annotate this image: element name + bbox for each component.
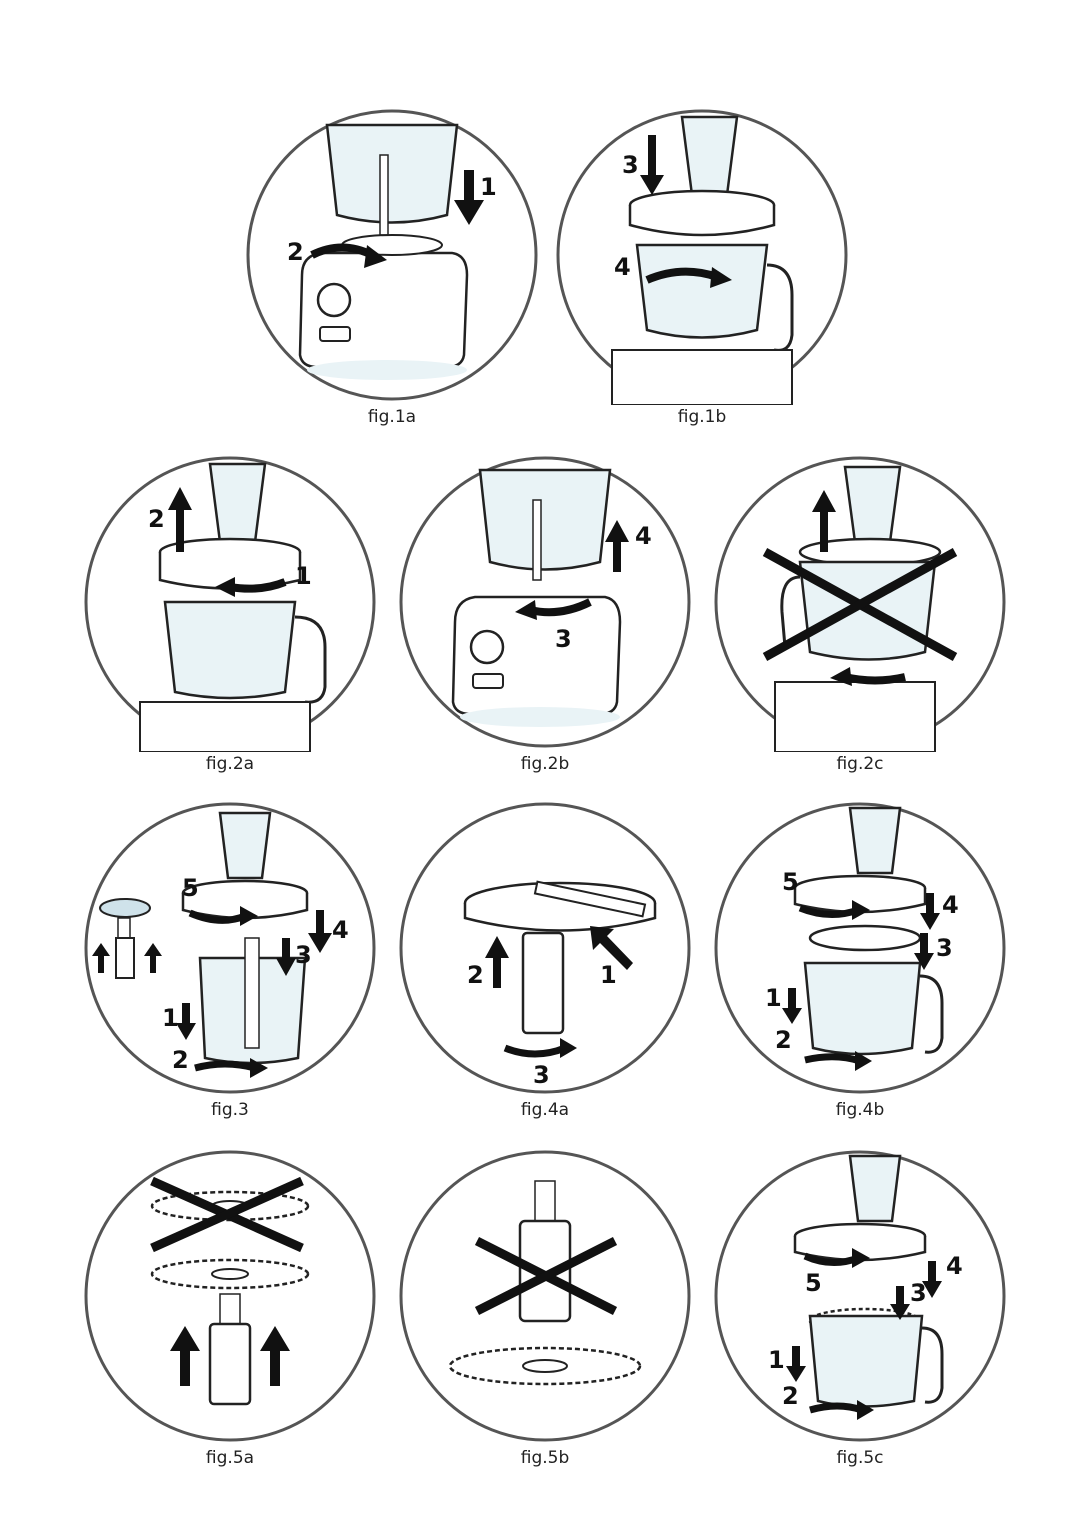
step-number-4: 4 xyxy=(946,1252,963,1280)
figure-1b-illustration: 3 4 xyxy=(556,109,848,405)
step-number-4: 4 xyxy=(332,916,349,944)
step-number-3: 3 xyxy=(295,941,312,969)
step-number-1: 1 xyxy=(295,562,312,590)
figure-caption: fig.3 xyxy=(211,1100,249,1120)
step-number-3: 3 xyxy=(555,625,572,653)
figure-5b-illustration xyxy=(399,1150,691,1442)
figure-5a-illustration xyxy=(84,1150,376,1442)
figure-caption: fig.2b xyxy=(520,754,570,774)
figure-4b-illustration: 5 4 3 1 2 xyxy=(714,802,1006,1094)
step-number-5: 5 xyxy=(182,874,199,902)
figure-4a-illustration: 2 1 3 xyxy=(399,802,691,1094)
figure-caption: fig.2c xyxy=(836,754,884,774)
step-number-2: 2 xyxy=(775,1026,792,1054)
step-number-1: 1 xyxy=(162,1004,179,1032)
figure-5b: fig.5b xyxy=(395,1146,695,1476)
figure-2a: 2 1 fig.2a xyxy=(80,452,380,782)
figure-2a-illustration: 2 1 xyxy=(84,456,376,752)
step-number-4: 4 xyxy=(942,891,959,919)
step-number-1: 1 xyxy=(480,173,497,201)
figure-caption: fig.4b xyxy=(835,1100,885,1120)
step-number-3: 3 xyxy=(622,151,639,179)
step-number-2: 2 xyxy=(172,1046,189,1074)
figure-caption: fig.4a xyxy=(520,1100,570,1120)
figure-2b-illustration: 4 3 xyxy=(399,456,691,748)
step-number-4: 4 xyxy=(635,522,652,550)
step-number-5: 5 xyxy=(782,868,799,896)
figure-caption: fig.5b xyxy=(520,1448,570,1468)
step-number-1: 1 xyxy=(765,984,782,1012)
figure-5a: fig.5a xyxy=(80,1146,380,1476)
figure-1a-illustration: 1 2 xyxy=(246,109,538,401)
figure-2c: fig.2c xyxy=(710,452,1010,782)
step-number-1: 1 xyxy=(600,961,617,989)
step-number-1: 1 xyxy=(768,1346,785,1374)
figure-4a: 2 1 3 fig.4a xyxy=(395,798,695,1128)
figure-3: 5 4 3 1 2 fig.3 xyxy=(80,798,380,1128)
figure-1a: 1 2 fig.1a xyxy=(242,105,542,435)
figure-caption: fig.2a xyxy=(205,754,255,774)
figure-5c: 5 4 3 1 2 fig.5c xyxy=(710,1146,1010,1476)
figure-4b: 5 4 3 1 2 fig.4b xyxy=(710,798,1010,1128)
figure-caption: fig.1b xyxy=(677,407,727,427)
figure-3-illustration: 5 4 3 1 2 xyxy=(84,802,376,1094)
figure-caption: fig.5a xyxy=(205,1448,255,1468)
step-number-2: 2 xyxy=(148,505,165,533)
figure-2c-illustration xyxy=(714,456,1006,752)
step-number-3: 3 xyxy=(910,1279,927,1307)
figure-caption: fig.1a xyxy=(367,407,417,427)
figure-2b: 4 3 fig.2b xyxy=(395,452,695,782)
step-number-4: 4 xyxy=(614,253,631,281)
step-number-2: 2 xyxy=(782,1382,799,1410)
figure-caption: fig.5c xyxy=(836,1448,884,1468)
step-number-2: 2 xyxy=(467,961,484,989)
figure-1b: 3 4 fig.1b xyxy=(552,105,852,435)
figure-5c-illustration: 5 4 3 1 2 xyxy=(714,1150,1006,1442)
step-number-3: 3 xyxy=(533,1061,550,1089)
step-number-2: 2 xyxy=(287,238,304,266)
step-number-5: 5 xyxy=(805,1269,822,1297)
step-number-3: 3 xyxy=(936,934,953,962)
